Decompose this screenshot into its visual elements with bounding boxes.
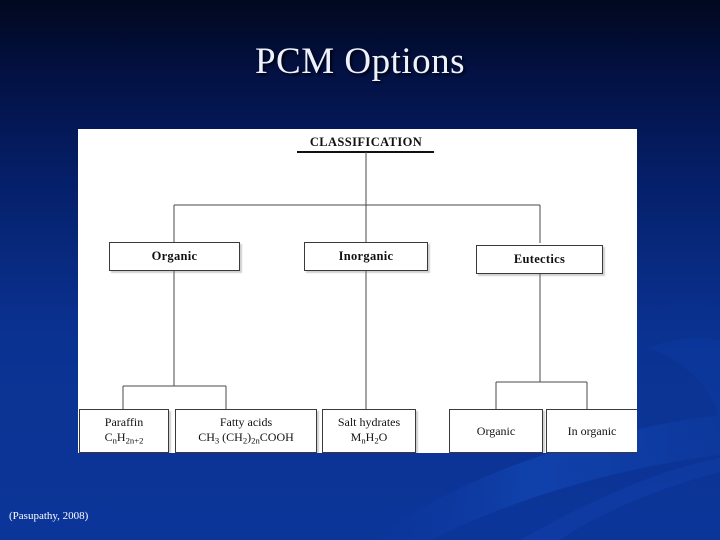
node-eutectic-organic-label: Organic	[476, 423, 516, 438]
node-eutectic-inorganic-label: In organic	[567, 423, 617, 438]
node-salt-hydrates-label: Salt hydrates	[337, 415, 401, 430]
node-inorganic-label: Inorganic	[338, 249, 394, 263]
node-eutectics-label: Eutectics	[513, 252, 566, 266]
node-fatty-acids-formula: CH3 (CH2)2nCOOH	[198, 430, 294, 446]
diagram-heading: CLASSIFICATION	[309, 135, 423, 149]
node-inorganic[interactable]: Inorganic	[304, 242, 428, 271]
node-salt-hydrates-formula: MnH2O	[350, 430, 388, 446]
page-title: PCM Options	[254, 41, 466, 82]
node-eutectic-organic[interactable]: Organic	[449, 409, 543, 453]
classification-diagram-panel: CLASSIFICATION Organic Inorganic Eutecti…	[78, 129, 637, 453]
node-paraffin[interactable]: Paraffin CnH2n+2	[79, 409, 169, 453]
node-salt-hydrates[interactable]: Salt hydrates MnH2O	[322, 409, 416, 453]
citation-text: (Pasupathy, 2008)	[9, 510, 89, 522]
node-fatty-acids[interactable]: Fatty acids CH3 (CH2)2nCOOH	[175, 409, 317, 453]
node-fatty-acids-label: Fatty acids	[219, 415, 273, 430]
node-organic[interactable]: Organic	[109, 242, 240, 271]
node-paraffin-label: Paraffin	[104, 415, 144, 430]
node-paraffin-formula: CnH2n+2	[104, 430, 144, 446]
diagram-connector-lines	[122, 150, 588, 410]
node-eutectics[interactable]: Eutectics	[476, 245, 603, 274]
node-organic-label: Organic	[151, 249, 198, 263]
node-eutectic-inorganic[interactable]: In organic	[546, 409, 637, 453]
